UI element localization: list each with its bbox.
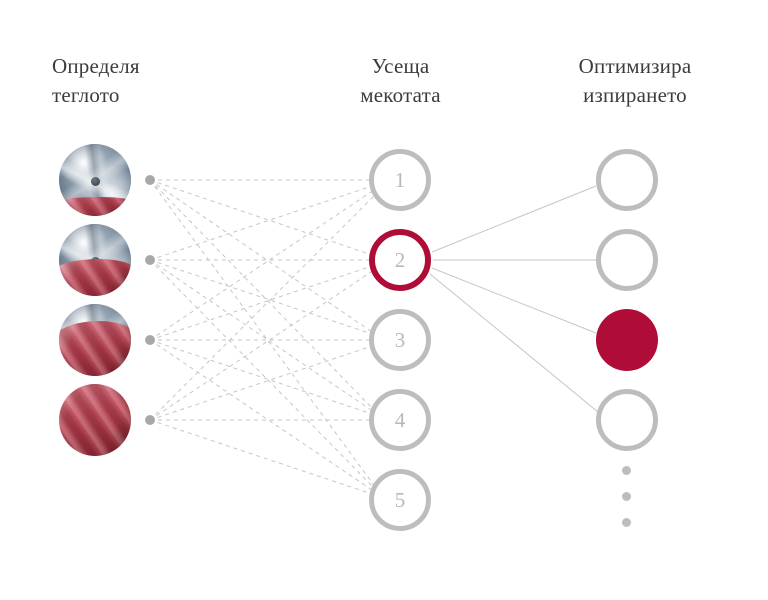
hidden-node-5[interactable]: 5 (369, 469, 431, 531)
overflow-dot-1 (622, 466, 631, 475)
laundry-icon (59, 384, 131, 456)
hidden-node-3[interactable]: 3 (369, 309, 431, 371)
hidden-to-output-edges (429, 185, 599, 413)
column-title-input: Определя теглото (52, 54, 140, 107)
column-title-output: Оптимизира изпирането (578, 54, 692, 107)
hidden-node-1-label: 1 (394, 168, 406, 192)
output-node-3-selected[interactable] (596, 309, 658, 371)
hidden-node-4-label: 4 (394, 408, 406, 432)
hidden-node-1[interactable]: 1 (369, 149, 431, 211)
output-node-2[interactable] (596, 229, 658, 291)
column-title-hidden: Усеща мекотата (360, 54, 441, 107)
laundry-icon (59, 258, 131, 296)
hidden-node-3-label: 3 (394, 328, 406, 352)
output-node-4[interactable] (596, 389, 658, 451)
input-node-washing-machine-drum-with-mostly-red-laundry-icon (59, 304, 131, 376)
input-node-red-laundry-fabric-icon (59, 384, 131, 456)
hidden-node-4[interactable]: 4 (369, 389, 431, 451)
laundry-icon (59, 321, 131, 376)
hidden-node-2-label: 2 (394, 248, 406, 272)
input-connector-dots (145, 175, 155, 425)
input-to-hidden-edges (149, 179, 377, 495)
input-node-washing-machine-drum-with-small-red-laundry-icon (59, 144, 131, 216)
hidden-node-5-label: 5 (394, 488, 406, 512)
input-node-washing-machine-drum-with-half-red-laundry-icon (59, 224, 131, 296)
laundry-icon (59, 197, 131, 216)
hidden-node-2[interactable]: 2 (369, 229, 431, 291)
output-node-1[interactable] (596, 149, 658, 211)
overflow-dot-2 (622, 492, 631, 501)
overflow-dot-3 (622, 518, 631, 527)
